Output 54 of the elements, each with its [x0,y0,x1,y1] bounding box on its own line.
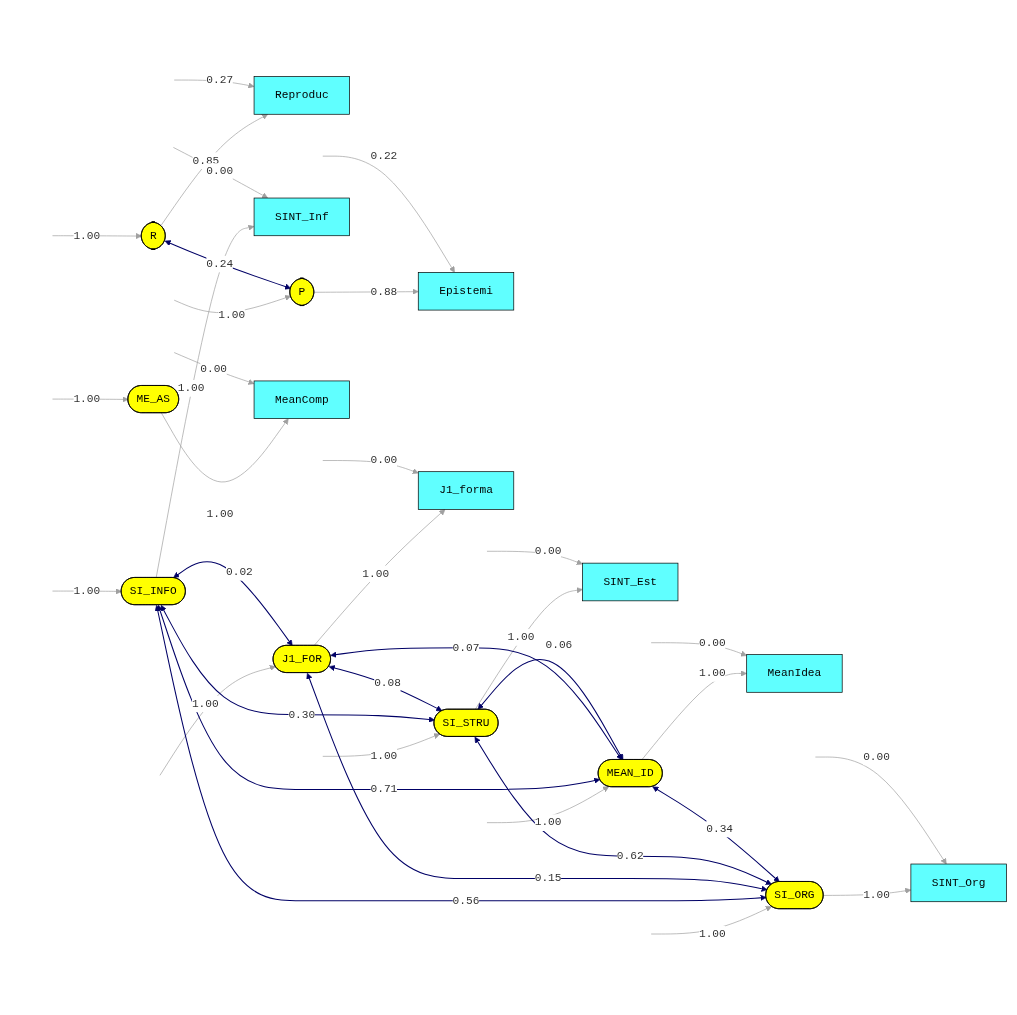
arrow [160,605,435,723]
edge-label: 0.06 [545,638,573,652]
arrow [474,737,772,886]
edge-label: 0.00 [200,363,228,377]
edge-label: 0.15 [534,872,562,886]
node-box: J1_forma [417,471,515,511]
edge-label: 1.00 [73,229,101,243]
edge-label: 0.88 [370,286,398,299]
arrow [306,673,768,893]
arrow [477,659,624,761]
node-box: MeanIdea [746,654,843,694]
arrow [154,605,767,902]
edge-label: 0.56 [452,895,480,908]
edge-label: 0.00 [863,751,890,764]
edge-label: 0.08 [374,677,401,690]
edge-label: 0.02 [225,566,253,580]
edge-label: 1.00 [73,585,101,598]
node-box: SINT_Est [582,563,679,602]
edge-label: 0.22 [370,150,398,163]
edge-label: 0.24 [206,258,234,271]
edge-label: 1.00 [177,382,205,396]
node-box: Reproduc [253,76,350,116]
node-box: SINT_Inf [253,198,350,237]
edge-label: 0.00 [370,454,398,468]
edge-label: 0.30 [288,708,316,722]
edge-label: 1.00 [863,889,890,902]
edge-label: 1.00 [362,568,390,581]
edge-label: 0.00 [534,545,562,559]
edge-label: 0.07 [452,641,480,655]
edge-label: 1.00 [507,631,535,645]
edge-label: 1.00 [534,816,562,830]
edge-label: 1.00 [191,698,219,711]
edge-label: 0.62 [616,850,644,863]
arrow [164,240,291,290]
edge-label: 1.00 [218,309,246,323]
node-box: MeanComp [253,381,350,420]
arrow [652,786,780,883]
edge-label: 0.71 [370,783,398,797]
edge-label: 1.00 [698,928,726,941]
arrow [330,647,622,761]
arrow [328,665,443,712]
edge-label: 1.00 [73,393,101,406]
edge-label: 0.00 [206,165,234,179]
edge-label: 0.34 [706,823,734,836]
edge-label: 1.00 [698,667,726,681]
edge-label: 0.27 [206,74,234,87]
edge-label: 1.00 [206,508,234,521]
arrow [173,561,293,647]
edge-label: 1.00 [370,750,398,764]
edge-label: 0.85 [192,154,220,168]
arrow [157,605,601,791]
edge-label: 0.00 [698,636,726,650]
node-box: SINT_Org [910,864,1007,903]
node-box: Epistemi [417,272,515,311]
